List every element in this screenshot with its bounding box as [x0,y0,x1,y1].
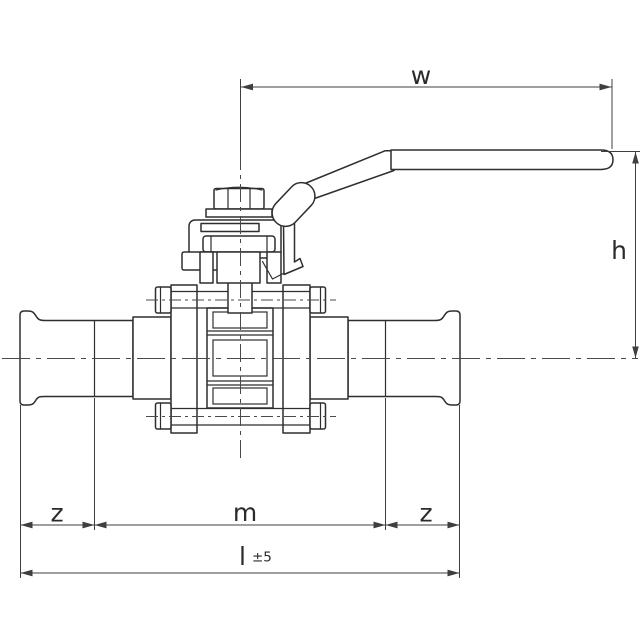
stem-column [216,251,261,284]
w-arrow-left [241,83,253,91]
m-arrow-left [94,521,107,529]
handle-grip [390,149,614,171]
bracket-slot-plate [200,222,260,233]
m-label: m [233,498,257,527]
dimension-z-m-z: z m z [20,398,460,578]
dimension-h: h [601,151,640,359]
h-arrow-bottom [632,346,639,358]
press-fitting-tubes [19,310,461,406]
z-left-arrow-out [20,521,33,529]
w-arrow-right [599,83,612,91]
stem-nut-facets [227,188,251,210]
centerlines [2,152,638,462]
dimension-l: l ±5 [20,542,460,577]
handle-arm [301,150,395,200]
l-arrow-right [447,569,460,577]
z-right-label: z [419,499,432,528]
right-tube [347,310,461,406]
dimension-w: w [240,61,613,152]
w-label: w [411,61,431,90]
stem-washer [205,208,273,218]
l-arrow-left [20,569,33,577]
handle-hub-pad [271,181,316,228]
stem-nut [213,187,265,210]
z-right-arrow-out [447,521,460,529]
packing-flange [202,235,276,253]
m-arrow-right [373,521,386,529]
h-label: h [611,236,627,265]
l-tolerance-label: ±5 [252,550,272,566]
l-label: l [239,542,246,571]
packing-flange-facets [210,235,268,253]
z-right-arrow-in [385,521,398,529]
left-tube [19,310,134,406]
z-left-arrow-in [82,521,95,529]
bracket-leg-left [199,251,214,284]
handle-assembly [261,149,614,280]
stem-nut-dome [215,186,263,191]
h-arrow-top [632,152,639,164]
z-left-label: z [50,499,63,528]
